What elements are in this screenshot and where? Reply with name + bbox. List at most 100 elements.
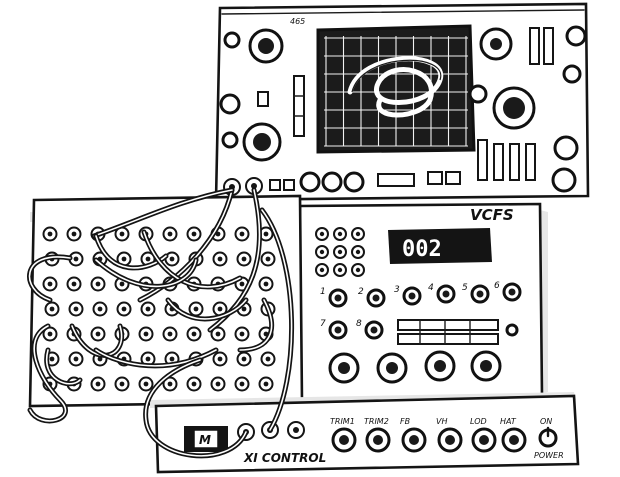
- patch-jack-core: [191, 331, 197, 337]
- scope-bottom-knob-2[interactable]: [321, 171, 343, 193]
- patch-jack-core: [217, 256, 223, 262]
- vcfs-knob-cap: [370, 326, 378, 334]
- patch-jack-core: [167, 331, 173, 337]
- vcfs-fader-2[interactable]: [397, 333, 499, 345]
- vcfs-jack-core: [355, 231, 361, 237]
- vcfs-jack-core: [319, 267, 325, 273]
- vcfs-jack-core: [319, 231, 325, 237]
- vcfs-fader-ticks: [419, 319, 471, 345]
- scope-holdoff-knob[interactable]: [468, 84, 488, 104]
- xi-panel: [154, 394, 580, 474]
- vcfs-knob-cap: [408, 292, 416, 300]
- vcfs-small-knob[interactable]: [505, 323, 519, 337]
- xi-knob-label: TRIM2: [364, 417, 389, 426]
- scope-small-knob-1[interactable]: [223, 31, 241, 49]
- oscilloscope-top-edge: [221, 9, 585, 15]
- patch-cable-13-highlight: [144, 359, 247, 457]
- patch-jack-core: [167, 231, 173, 237]
- patch-jack-core: [47, 281, 53, 287]
- xi-jack-3-core: [293, 427, 299, 433]
- vcfs-knob-number: 3: [394, 285, 400, 295]
- scope-switch-bank-1[interactable]: [529, 27, 540, 65]
- vcfs-lcd-value: 002: [402, 237, 442, 262]
- patch-cable-15-highlight: [239, 299, 273, 351]
- scope-timebase-knob-cap: [490, 38, 502, 50]
- scope-switch-bank-2[interactable]: [543, 27, 554, 65]
- xi-knob-cap: [479, 435, 489, 445]
- xi-power-label: POWER: [534, 451, 564, 460]
- vcfs-knob-cap: [334, 294, 342, 302]
- xi-switch-label: ON: [540, 417, 552, 426]
- scope-button-1[interactable]: [269, 179, 281, 191]
- scope-vertical-knob[interactable]: [553, 135, 579, 161]
- patch-jack-core: [265, 256, 271, 262]
- scope-slider-left[interactable]: [293, 75, 305, 137]
- vcfs-jack-core: [337, 231, 343, 237]
- patch-jack-core: [119, 231, 125, 237]
- patch-jack-core: [241, 356, 247, 362]
- xi-knob-label: LOD: [470, 417, 487, 426]
- patch-cable-1-highlight: [139, 189, 233, 301]
- patch-jack-core: [167, 381, 173, 387]
- patch-cable-9-highlight: [167, 299, 247, 320]
- patch-jack-core: [73, 306, 79, 312]
- patch-jack-core: [169, 256, 175, 262]
- patch-cable-5-highlight: [29, 325, 67, 422]
- scope-slider-right-4[interactable]: [477, 139, 488, 181]
- patch-jack-core: [145, 306, 151, 312]
- scope-trigger-knob[interactable]: [565, 25, 587, 47]
- xi-knob-cap: [339, 435, 349, 445]
- patch-jack-core: [263, 281, 269, 287]
- scope-bottom-knob-1[interactable]: [299, 171, 321, 193]
- trace-inner-line: [351, 59, 442, 93]
- patch-cables: [27, 187, 294, 459]
- vcfs-big-knob-2-cap: [386, 362, 398, 374]
- xi-knob-label: FB: [400, 417, 410, 426]
- xi-knob-cap: [409, 435, 419, 445]
- vcfs-knob-number: 1: [320, 287, 326, 297]
- patch-jack-core: [71, 281, 77, 287]
- vcfs-knob-cap: [334, 326, 342, 334]
- scope-button-4[interactable]: [445, 171, 461, 185]
- vcfs-knob-number: 2: [358, 287, 364, 297]
- patch-jack-core: [239, 381, 245, 387]
- scope-slider-left-marks: [293, 95, 305, 117]
- xi-title-label: XI CONTROL: [243, 451, 326, 465]
- scope-horizontal-knob[interactable]: [551, 167, 577, 193]
- scope-focus-knob[interactable]: [219, 93, 241, 115]
- scope-slider-right-1[interactable]: [493, 143, 504, 181]
- patch-jack-core: [49, 306, 55, 312]
- patch-jack-core: [263, 231, 269, 237]
- patch-jack-core: [143, 331, 149, 337]
- scope-bottom-knob-3[interactable]: [343, 171, 365, 193]
- patch-jack-core: [145, 356, 151, 362]
- patch-jack-core: [119, 381, 125, 387]
- vcfs-jack-core: [319, 249, 325, 255]
- vcfs-big-knob-3-cap: [434, 360, 446, 372]
- vcfs-knob-row: [328, 282, 522, 340]
- patch-jack-core: [145, 256, 151, 262]
- patch-jack-core: [71, 231, 77, 237]
- scope-mode-switch[interactable]: [377, 173, 415, 187]
- patch-jack-core: [191, 231, 197, 237]
- scope-sweep-knob-cap: [503, 97, 525, 119]
- vcfs-big-knob-4-cap: [480, 360, 492, 372]
- scope-slider-right-2[interactable]: [509, 143, 520, 181]
- vcfs-big-knob-1-cap: [338, 362, 350, 374]
- patch-jack-core: [217, 356, 223, 362]
- vcfs-knob-number: 6: [494, 281, 500, 291]
- xi-module-badge: [193, 429, 219, 449]
- scope-toggle-1[interactable]: [257, 91, 269, 107]
- vcfs-fader-1[interactable]: [397, 319, 499, 331]
- patch-jack-core: [191, 381, 197, 387]
- scope-intensity-knob-cap: [258, 38, 274, 54]
- scope-slider-right-3[interactable]: [525, 143, 536, 181]
- scope-button-3[interactable]: [427, 171, 443, 185]
- vcfs-jack-core: [355, 267, 361, 273]
- scope-button-2[interactable]: [283, 179, 295, 191]
- scope-level-knob[interactable]: [562, 64, 582, 84]
- scope-small-knob-2[interactable]: [221, 131, 239, 149]
- oscilloscope-model-label: 465: [290, 17, 305, 26]
